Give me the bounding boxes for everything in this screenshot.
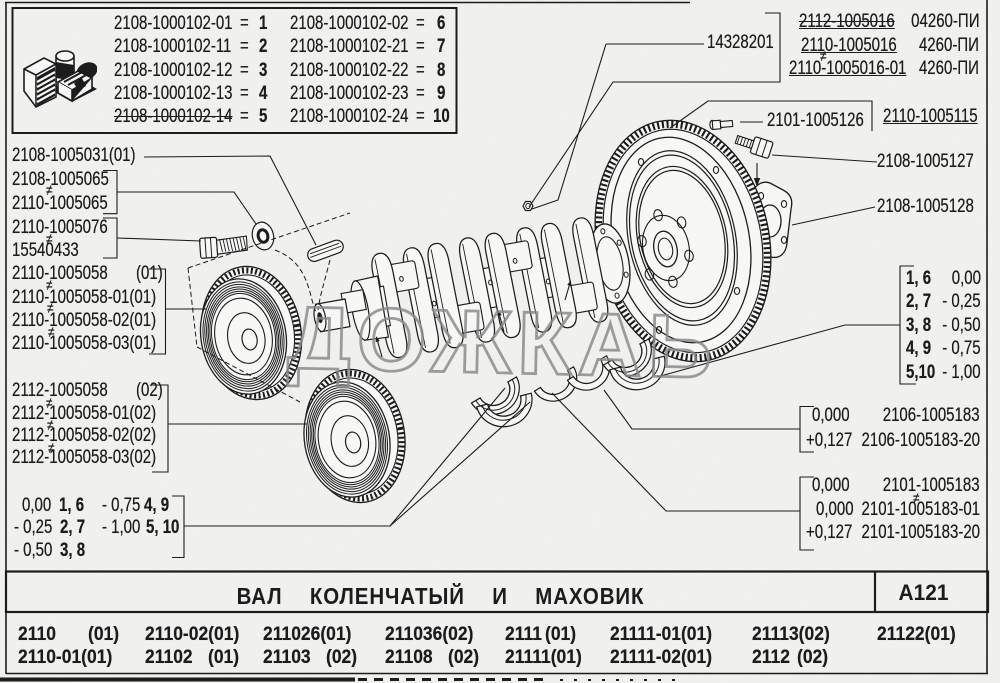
svg-text:ДОЖКАЬ: ДОЖКАЬ	[287, 287, 720, 397]
